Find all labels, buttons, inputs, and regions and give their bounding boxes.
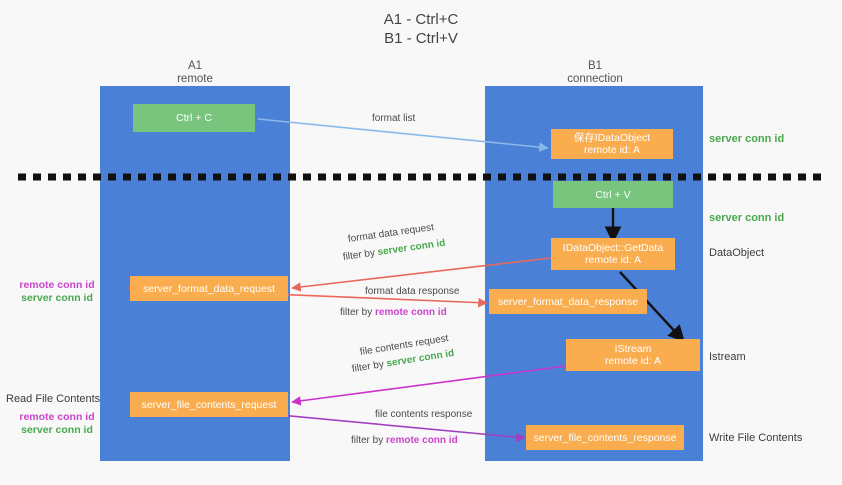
column-header-b1-name: B1 [587, 60, 603, 72]
box-server-file-contents-response-label: server_file_contents_response [533, 431, 677, 444]
title-line-2: B1 - Ctrl+V [384, 30, 458, 47]
column-header-a1: A1 remote [130, 60, 260, 86]
page-title: A1 - Ctrl+C B1 - Ctrl+V [0, 10, 842, 48]
left-label-file-remote-conn-id: remote conn id [19, 411, 95, 423]
format-data-response-filter-prefix: filter by [340, 307, 376, 318]
column-header-b1: B1 connection [530, 60, 660, 86]
right-label-istream: Istream [709, 351, 746, 363]
arrow-label-format-list: format list [372, 113, 416, 124]
box-server-file-contents-request[interactable]: server_file_contents_request [130, 392, 288, 417]
right-label-server-conn-id-2: server conn id [709, 212, 785, 224]
box-ctrl-v[interactable]: Ctrl + V [553, 181, 673, 208]
box-istream[interactable]: IStream remote id: A [566, 339, 700, 371]
box-server-file-contents-request-label: server_file_contents_request [141, 398, 277, 411]
file-contents-response-filter-value: remote conn id [386, 435, 458, 446]
box-ctrl-v-label: Ctrl + V [595, 188, 631, 201]
column-header-a1-name: A1 [187, 60, 203, 72]
arrow-label-file-contents-response: file contents response [375, 409, 473, 420]
box-server-format-data-request-label: server_format_data_request [143, 282, 275, 295]
arrow-label-format-data-response-filter: filter by remote conn id [340, 306, 447, 319]
format-data-request-filter-value: server conn id [376, 237, 447, 259]
box-ctrl-c[interactable]: Ctrl + C [133, 104, 255, 132]
box-save-dataobject[interactable]: 保存IDataObject remote id: A [551, 129, 673, 159]
box-server-format-data-request[interactable]: server_format_data_request [130, 276, 288, 301]
right-label-dataobject: DataObject [709, 247, 765, 259]
box-server-format-data-response[interactable]: server_format_data_response [489, 289, 647, 314]
box-istream-line1: IStream [614, 343, 652, 355]
format-data-response-filter-value: remote conn id [375, 307, 447, 318]
box-idataobject-getdata[interactable]: IDataObject::GetData remote id: A [551, 238, 675, 270]
box-save-dataobject-line1: 保存IDataObject [573, 132, 651, 144]
box-idataobject-getdata-line1: IDataObject::GetData [562, 242, 664, 254]
column-header-a1-sub: remote [177, 73, 213, 85]
box-server-file-contents-response[interactable]: server_file_contents_response [526, 425, 684, 450]
left-label-file-server-conn-id: server conn id [21, 424, 93, 436]
file-contents-request-filter-prefix: filter by [351, 358, 388, 375]
column-header-b1-sub: connection [567, 73, 623, 85]
format-data-request-filter-prefix: filter by [342, 247, 379, 263]
right-label-write-file-contents: Write File Contents [709, 432, 803, 444]
box-server-format-data-response-label: server_format_data_response [497, 295, 639, 308]
box-ctrl-c-label: Ctrl + C [176, 112, 212, 124]
left-label-read-file-contents: Read File Contents [6, 393, 101, 405]
right-label-server-conn-id-1: server conn id [709, 133, 785, 145]
left-label-format-conn-ids: remote conn id server conn id [13, 279, 101, 305]
arrow-label-file-contents-response-filter: filter by remote conn id [351, 434, 458, 447]
left-label-format-remote-conn-id: remote conn id [19, 279, 95, 291]
box-idataobject-getdata-line2: remote id: A [584, 254, 642, 266]
title-line-1: A1 - Ctrl+C [383, 11, 459, 28]
left-label-file-conn-ids: remote conn id server conn id [13, 411, 101, 437]
left-label-format-server-conn-id: server conn id [21, 292, 93, 304]
box-save-dataobject-line2: remote id: A [583, 144, 641, 156]
file-contents-response-filter-prefix: filter by [351, 435, 387, 446]
arrow-label-format-data-response: format data response [365, 286, 460, 297]
box-istream-line2: remote id: A [604, 355, 662, 367]
